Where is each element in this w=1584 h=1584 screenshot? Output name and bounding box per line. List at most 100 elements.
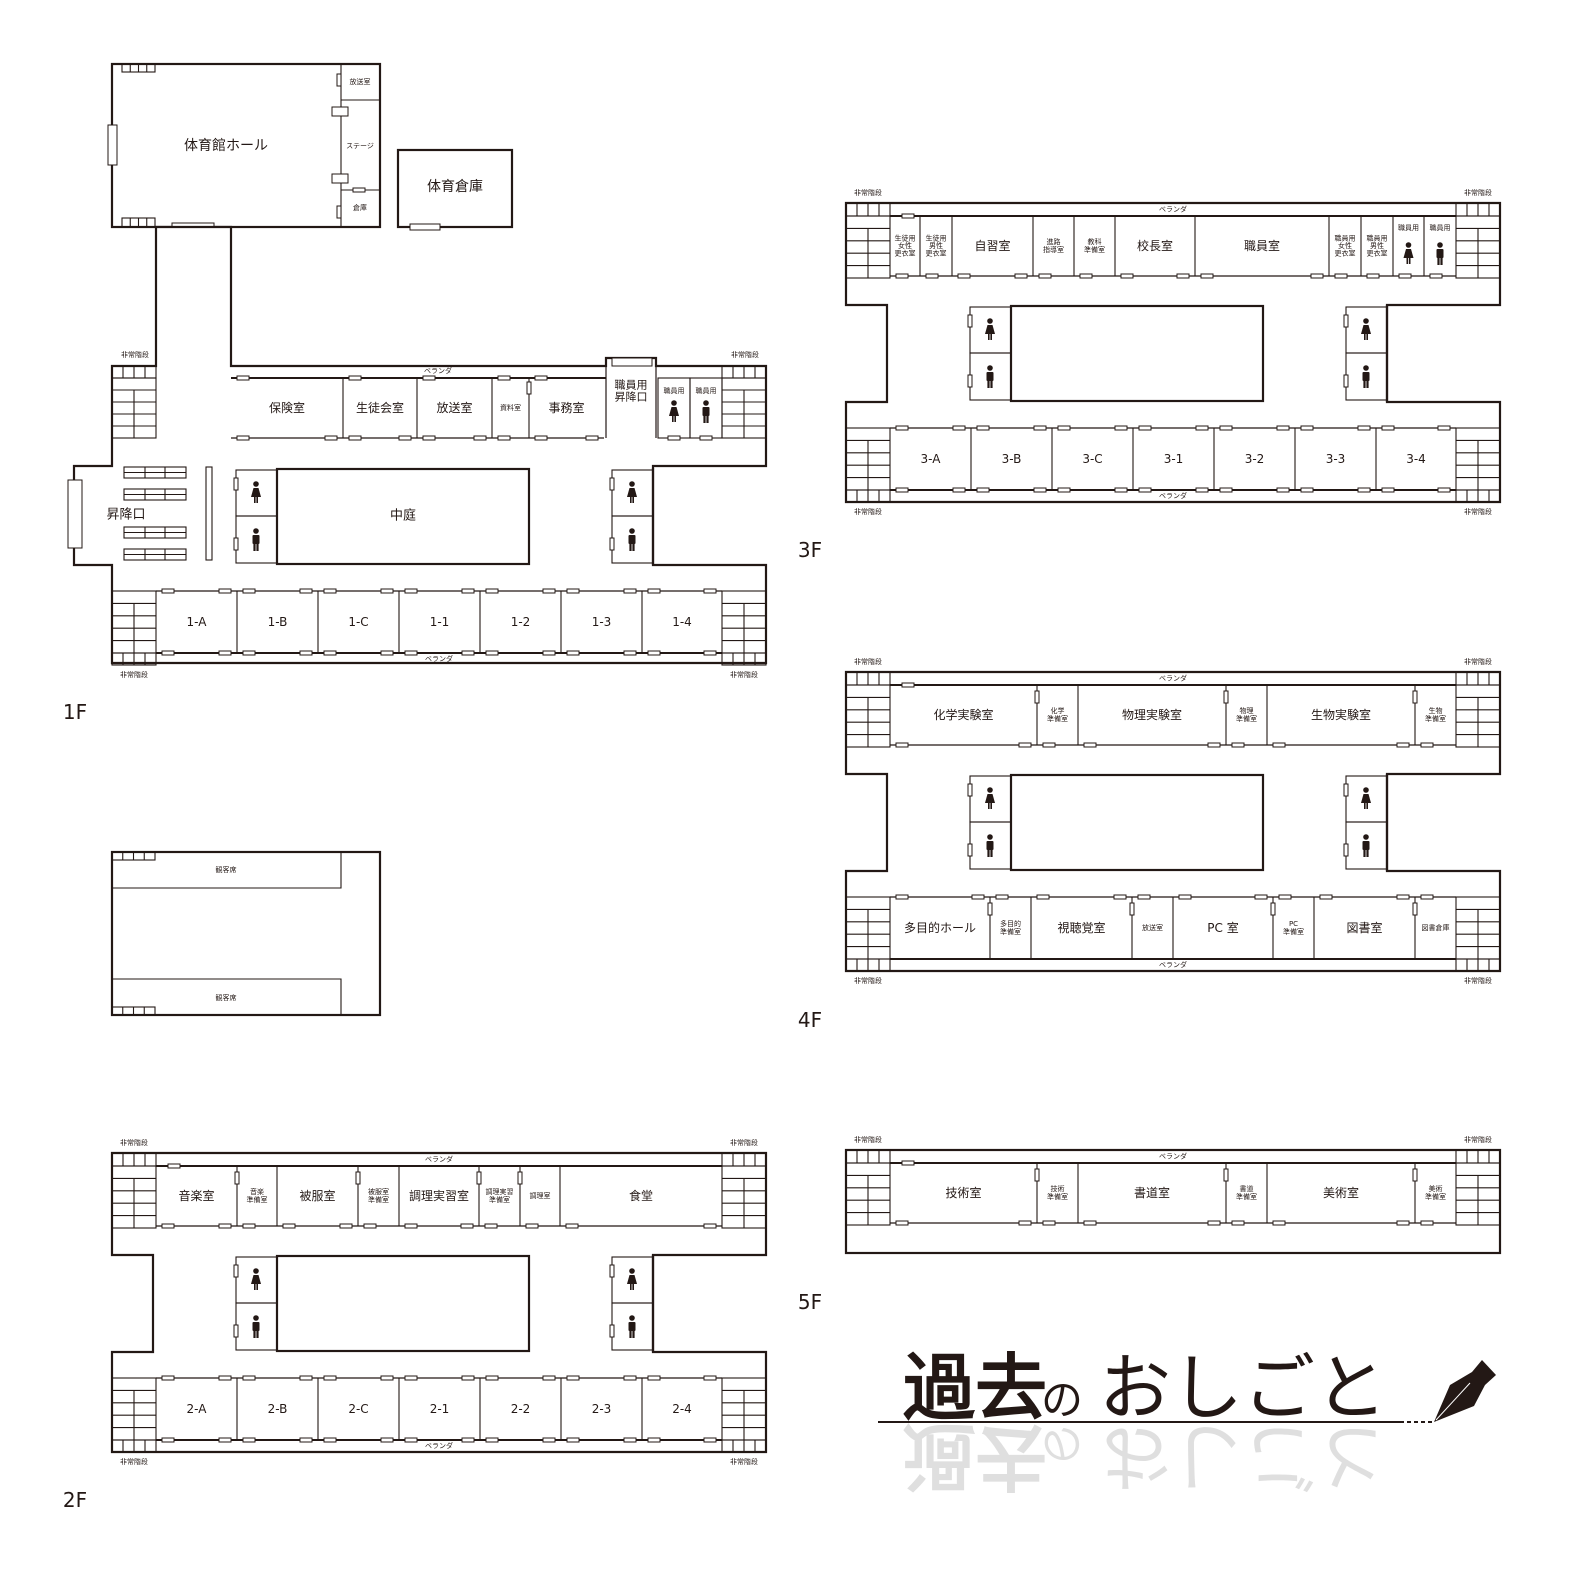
door <box>1381 425 1395 431</box>
leg <box>1437 257 1440 265</box>
emergency-stairs-label: 非常階段 <box>1464 188 1492 197</box>
door <box>336 73 342 87</box>
door <box>1200 273 1214 279</box>
stage-steps <box>331 106 349 117</box>
torso <box>628 535 636 544</box>
door <box>161 1223 175 1229</box>
door <box>901 682 915 688</box>
room-5-label-line: 準備室 <box>1425 1192 1446 1201</box>
room-0-label-line: 生徒用 <box>895 233 916 242</box>
door <box>542 650 556 656</box>
door <box>161 588 175 594</box>
door <box>623 650 637 656</box>
room-0-label-line: 技術室 <box>945 1185 981 1200</box>
male-toilet-icon <box>1362 365 1370 388</box>
room-1-label: 1-B <box>268 615 288 629</box>
door <box>534 435 548 441</box>
logo: 過去のおしごと過去のおしごと <box>878 1346 1496 1498</box>
door <box>1114 487 1128 493</box>
door <box>699 435 713 441</box>
door <box>476 1171 482 1185</box>
door <box>1381 487 1395 493</box>
emergency-stairs-label: 非常階段 <box>854 657 882 666</box>
door <box>952 425 966 431</box>
room-5-label: 1-3 <box>592 615 612 629</box>
emergency-stairs-label: 非常階段 <box>1464 657 1492 666</box>
stage-steps <box>331 173 349 184</box>
courtyard <box>1009 773 1265 872</box>
door <box>1412 1168 1418 1182</box>
door <box>565 1223 579 1229</box>
door <box>299 1375 313 1381</box>
door <box>967 783 973 797</box>
door <box>1223 1168 1229 1182</box>
room-0-label: 1-A <box>187 615 208 629</box>
door <box>623 1437 637 1443</box>
staff-toilet-label: 職員用 <box>664 386 685 395</box>
logo-title: 過去 <box>903 1414 1047 1498</box>
door <box>901 1160 915 1166</box>
door <box>497 375 511 381</box>
door <box>299 1437 313 1443</box>
head <box>987 834 993 840</box>
head <box>253 481 259 487</box>
door <box>1114 425 1128 431</box>
door <box>1420 742 1434 748</box>
door <box>218 650 232 656</box>
male-toilet-icon <box>986 365 994 388</box>
floor-label-5f: 5F <box>798 1290 822 1314</box>
room-4-label-line: 調理実習室 <box>409 1188 469 1203</box>
room-1-label-line: 準備室 <box>247 1195 268 1204</box>
room-2-label-line: 被服室 <box>299 1188 335 1203</box>
door <box>299 650 313 656</box>
room-1-label-line: 多目的 <box>1000 919 1021 928</box>
leg <box>987 380 990 388</box>
veranda-label: ベランダ <box>1159 960 1187 969</box>
door <box>1042 1220 1056 1226</box>
male-toilet-icon <box>986 834 994 857</box>
logo-particle: の <box>1041 1420 1083 1469</box>
door <box>967 314 973 328</box>
door <box>1272 742 1286 748</box>
torso <box>986 841 994 850</box>
door <box>566 650 580 656</box>
leg <box>632 543 635 551</box>
door <box>380 1437 394 1443</box>
dress <box>1361 325 1371 334</box>
leg <box>1364 803 1366 809</box>
leg <box>990 334 992 340</box>
room-1-label-line: 音楽 <box>250 1187 264 1196</box>
door <box>1219 425 1233 431</box>
door <box>398 435 412 441</box>
dress <box>627 1275 637 1284</box>
door <box>647 650 661 656</box>
veranda-label: ベランダ <box>424 366 452 375</box>
room-5-label-line: PC <box>1289 920 1298 928</box>
door <box>1412 690 1418 704</box>
head <box>1405 242 1412 248</box>
room-3-label: 3-1 <box>1164 452 1184 466</box>
leg <box>632 497 634 503</box>
room-3-label-line: 進路 <box>1047 237 1061 246</box>
door <box>299 588 313 594</box>
emergency-stairs-label: 非常階段 <box>1464 507 1492 516</box>
male-toilet-icon <box>252 1315 260 1338</box>
door <box>233 1324 239 1338</box>
leg <box>672 416 674 422</box>
room-0-label-line: 更衣室 <box>895 249 916 258</box>
door <box>1429 273 1443 279</box>
door <box>895 487 909 493</box>
leg <box>630 497 632 503</box>
door <box>1018 1220 1032 1226</box>
door <box>1014 273 1028 279</box>
torso <box>252 535 260 544</box>
female-toilet-icon <box>627 1268 637 1290</box>
door <box>218 1437 232 1443</box>
pen-nib-icon <box>1434 1360 1496 1422</box>
room-3-label-line: 放送室 <box>1142 923 1163 932</box>
door <box>566 1437 580 1443</box>
door <box>234 1171 240 1185</box>
door <box>1398 273 1412 279</box>
room-6-label: 3-4 <box>1406 452 1426 466</box>
leg <box>1366 334 1368 340</box>
